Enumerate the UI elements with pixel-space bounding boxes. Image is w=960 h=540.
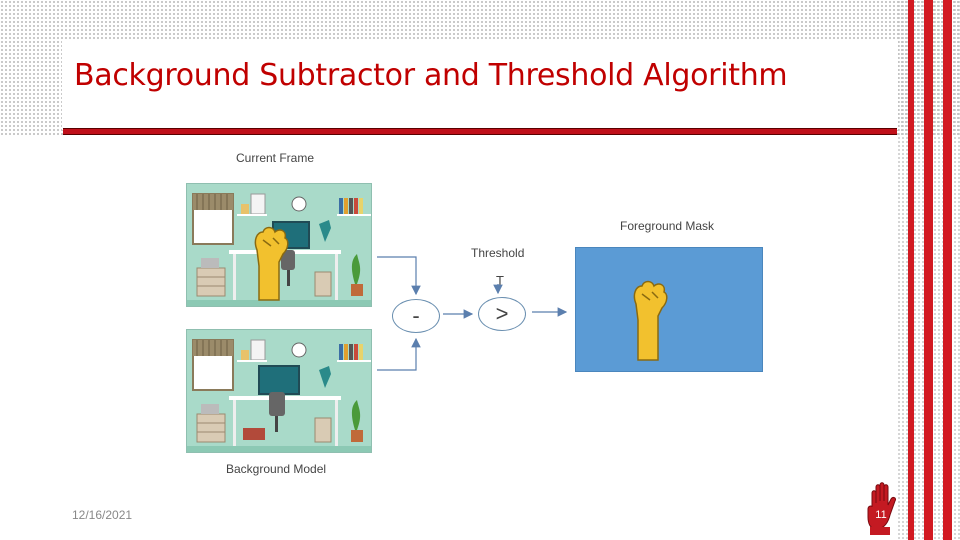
current-frame-label: Current Frame [236,151,315,165]
mask-hand-silhouette [633,280,668,361]
stop-hand-icon [867,482,896,535]
foreground-mask-image [575,247,763,372]
compare-operator: > [478,297,526,331]
subtract-operator: - [392,299,440,333]
title-underline [63,128,897,135]
background-model-image [186,329,372,453]
slide-date: 12/16/2021 [72,508,133,522]
current-frame-image [186,183,372,307]
hand-mask-icon [633,280,668,361]
foreground-mask-label: Foreground Mask [620,219,715,233]
room-scene-empty [187,339,371,452]
threshold-symbol: T [496,273,504,288]
title-area [62,40,898,130]
red-stripe-2 [924,0,933,540]
background-model-label: Background Model [226,462,327,476]
red-stripe-1 [908,0,914,540]
hand-gesture-icon [254,226,289,301]
threshold-label: Threshold [471,246,525,260]
red-stripe-3 [943,0,952,540]
slide-title: Background Subtractor and Threshold Algo… [74,58,788,93]
room-scene-with-hand [187,193,371,306]
page-number: 11 [875,509,887,521]
